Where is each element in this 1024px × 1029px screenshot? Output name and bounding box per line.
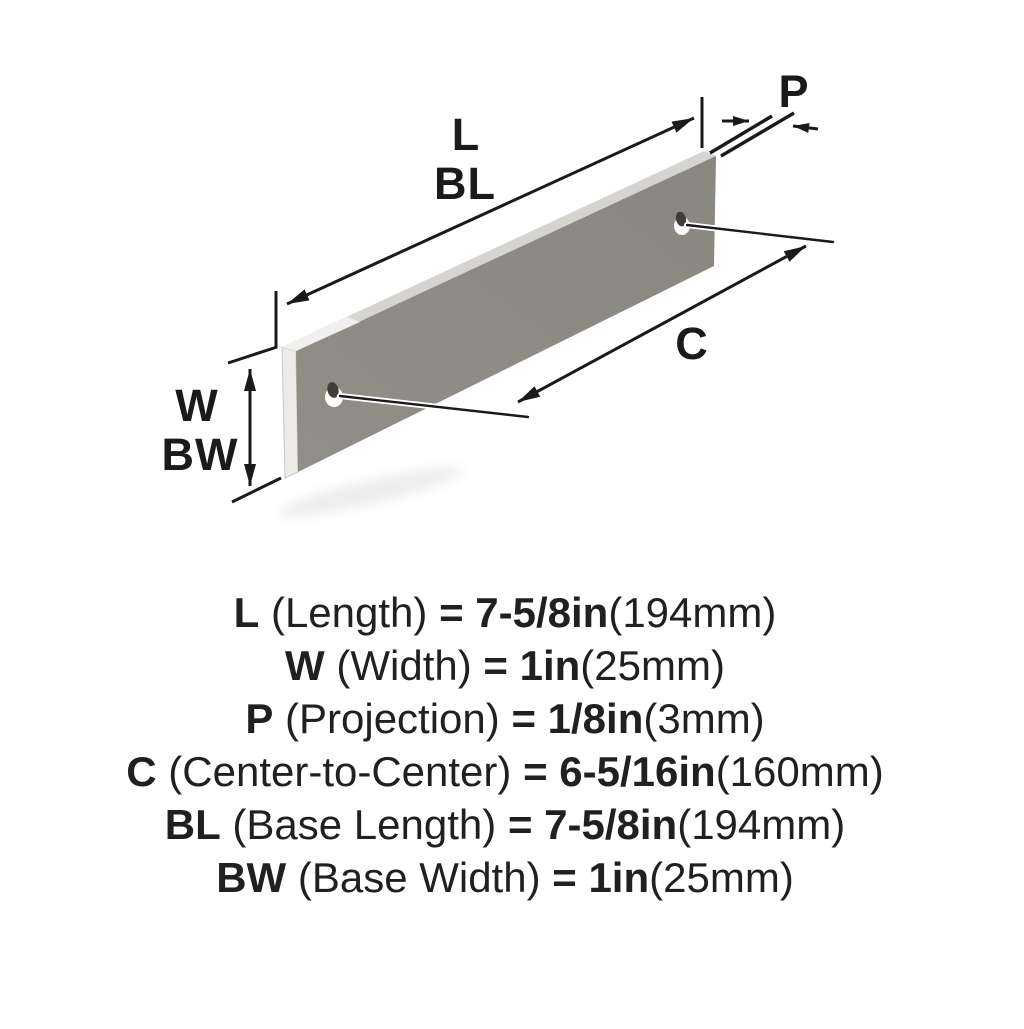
dimension-length [274,97,704,348]
spec-symbol: L [233,589,260,636]
mounting-hole-left [325,382,343,407]
spec-equals: = [523,748,548,795]
spec-line: L (Length) = 7-5/8in(194mm) [0,586,1010,639]
spec-symbol: P [245,695,274,742]
spec-line: C (Center-to-Center) = 6-5/16in(160mm) [0,745,1010,798]
spec-symbol: BW [216,854,287,901]
label-base-length: BL [434,158,496,209]
label-center-to-center: C [675,318,709,369]
width-ext-tick-top [227,345,278,365]
spec-metric: (3mm) [643,695,765,742]
spec-line: BW (Base Width) = 1in(25mm) [0,851,1010,904]
label-width: W [175,380,218,431]
spec-metric: (194mm) [608,589,777,636]
spec-value: 1in [588,854,650,901]
projection-arrow-out [792,122,819,133]
bar-top-highlight [282,317,360,351]
spec-name: (Center-to-Center) [168,748,512,795]
spec-equals: = [552,854,577,901]
bar-shadow [277,467,463,517]
spec-name: (Base Length) [232,801,497,848]
spec-value: 1in [519,642,581,689]
spec-equals: = [511,695,536,742]
spec-line: W (Width) = 1in(25mm) [0,639,1010,692]
spec-name: (Base Width) [297,854,541,901]
projection-ext-line-back [720,111,795,158]
spec-metric: (25mm) [649,854,794,901]
label-length: L [452,109,481,160]
bar-end-face [281,346,299,479]
spec-value: 1/8in [547,695,644,742]
label-base-width: BW [162,429,239,480]
dimension-center-to-center [517,244,807,404]
spec-metric: (25mm) [580,642,725,689]
spec-name: (Width) [336,642,472,689]
spec-value: 7-5/8in [475,589,609,636]
spec-name: (Projection) [285,695,500,742]
label-projection: P [778,66,809,117]
spec-equals: = [439,589,464,636]
spec-block: L (Length) = 7-5/8in(194mm)W (Width) = 1… [0,586,1010,904]
spec-symbol: W [285,642,325,689]
dimension-width [227,345,282,504]
spec-value: 7-5/8in [544,801,678,848]
dimension-projection [709,111,819,158]
spec-symbol: C [126,748,157,795]
spec-name: (Length) [270,589,428,636]
spec-equals: = [483,642,508,689]
center-dim-line [517,244,807,404]
spec-symbol: BL [164,801,221,848]
length-dim-line [286,116,695,306]
spec-metric: (160mm) [715,748,884,795]
width-ext-tick-bottom [231,476,282,504]
projection-ext-line-front [709,114,773,155]
spec-value: 6-5/16in [559,748,716,795]
spec-metric: (194mm) [677,801,846,848]
center-leader-lines [337,222,836,420]
spec-equals: = [507,801,533,848]
spec-line: P (Projection) = 1/8in(3mm) [0,692,1010,745]
spec-line: BL (Base Length) = 7-5/8in(194mm) [0,798,1010,851]
